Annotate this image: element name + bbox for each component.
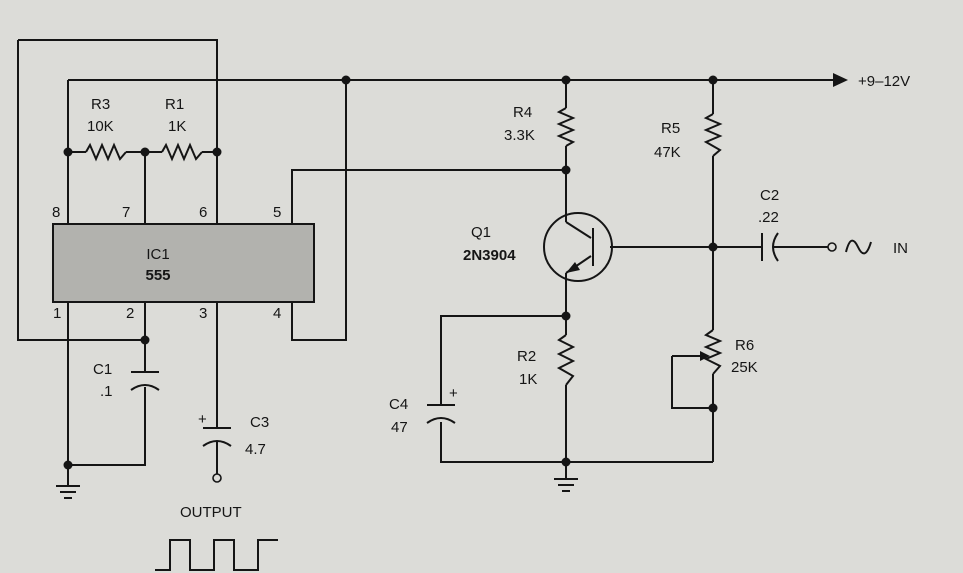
c4-plus-sign: + [449,385,458,402]
q1-name: Q1 [471,224,491,241]
junction-dots [63,75,718,470]
c3-value: 4.7 [245,441,266,458]
r5-ref: R5 [661,120,680,137]
wire-pin4 [291,80,347,341]
ac-signal-icon [845,239,872,255]
r5-value: 47K [654,144,681,161]
output-label: OUTPUT [180,504,242,521]
pin-3-label: 3 [199,305,207,322]
resistor-r1-icon [161,142,203,162]
square-wave-icon [155,539,278,571]
pin-6-label: 6 [199,204,207,221]
wire-top-loop [18,39,218,152]
c2-ref: C2 [760,187,779,204]
resistor-r5-icon [703,113,723,157]
potentiometer-r6-icon [672,329,723,375]
c3-ref: C3 [250,414,269,431]
capacitor-c3-icon [202,427,232,447]
wires [17,39,848,486]
resistor-r4-icon [556,107,576,147]
r1-ref: R1 [165,96,184,113]
c4-value: 47 [391,419,408,436]
pin-4-label: 4 [273,305,281,322]
wire-r6-wiper [671,356,713,409]
q1-part: 2N3904 [463,247,516,264]
pin-8-label: 8 [52,204,60,221]
r6-value: 25K [731,359,758,376]
capacitor-c4-icon [426,404,456,424]
pin-2-label: 2 [126,305,134,322]
r4-ref: R4 [513,104,532,121]
ground-ic-icon [56,485,80,499]
input-terminal-icon [827,242,837,252]
ic1-name: IC1 [146,246,169,263]
wire-left-loop [17,40,145,341]
r3-value: 10K [87,118,114,135]
resistor-r3-icon [85,142,127,162]
transistor-q1-icon [543,212,613,282]
wire-pin5 [291,169,566,224]
r3-ref: R3 [91,96,110,113]
supply-arrow-icon [833,73,848,87]
c2-value: .22 [758,209,779,226]
wire-c1-ground [68,387,146,466]
c4-ref: C4 [389,396,408,413]
c1-ref: C1 [93,361,112,378]
capacitor-c2-icon [761,232,779,262]
pin-1-label: 1 [53,305,61,322]
r2-value: 1K [519,371,537,388]
c1-value: .1 [100,383,113,400]
resistor-r2-icon [556,334,576,386]
r2-ref: R2 [517,348,536,365]
ic1-part: 555 [145,267,170,284]
pin-7-label: 7 [122,204,130,221]
capacitor-c1-icon [130,371,160,391]
wire-ground-bus [440,422,713,463]
ic1-body [52,223,315,303]
input-label: IN [893,240,908,257]
wire-c4-top [440,315,566,405]
r1-value: 1K [168,118,186,135]
output-terminal-icon [212,473,222,483]
c3-plus-sign: + [198,411,207,428]
ground-transistor-icon [554,478,578,492]
pin-5-label: 5 [273,204,281,221]
supply-label: +9–12V [858,73,910,90]
r6-ref: R6 [735,337,754,354]
r4-value: 3.3K [504,127,535,144]
